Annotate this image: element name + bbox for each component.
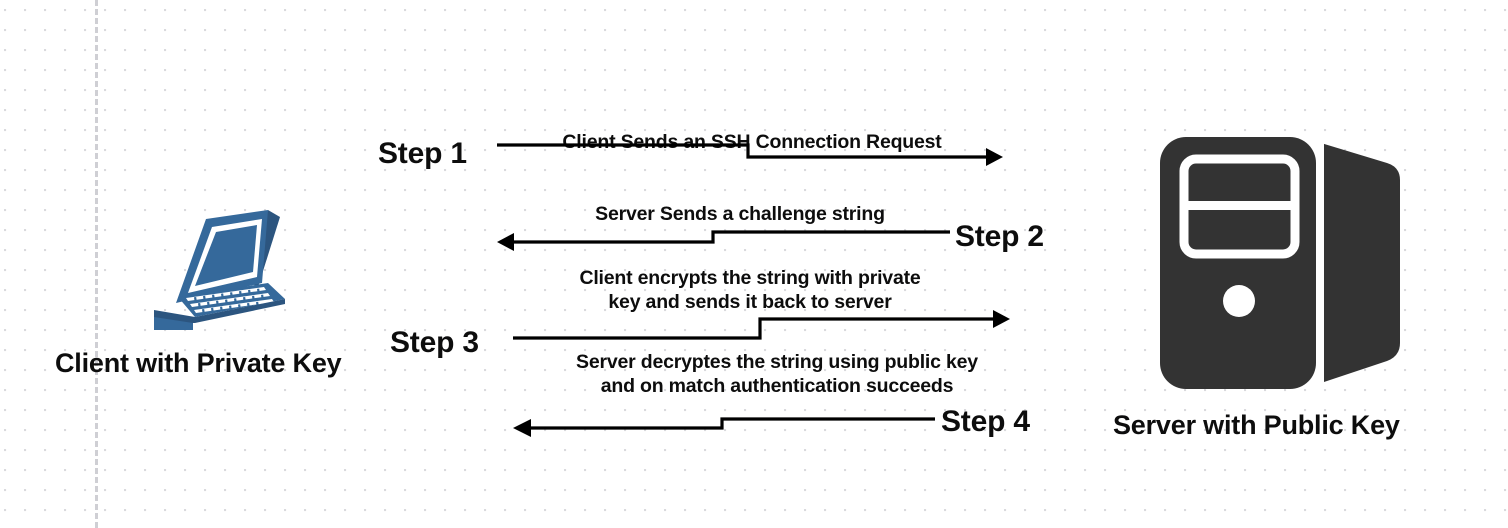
step-2-message: Server Sends a challenge string [595, 203, 885, 225]
server-node-label: Server with Public Key [1113, 410, 1400, 440]
step-3-message-line-1: Client encrypts the string with private [579, 267, 921, 289]
step-3-right-arrow-icon [513, 310, 1010, 340]
step-4-left-arrow-icon [513, 417, 935, 437]
step-2-left-arrow-icon [497, 230, 950, 251]
step-4-message-line-1: Server decryptes the string using public… [576, 351, 978, 373]
laptop-icon [140, 205, 290, 335]
step-1-message: Client Sends an SSH Connection Request [562, 131, 942, 153]
step-2-label: Step 2 [955, 220, 1044, 253]
server-tower-icon [1152, 133, 1412, 400]
step-1-label: Step 1 [378, 137, 467, 170]
step-3-message-line-2: key and sends it back to server [608, 291, 892, 313]
step-4-label: Step 4 [941, 405, 1030, 438]
client-node-label: Client with Private Key [55, 348, 342, 378]
step-3-label: Step 3 [390, 326, 479, 359]
vertical-guide-line [95, 0, 98, 528]
step-4-message-line-2: and on match authentication succeeds [600, 375, 954, 397]
step-1-right-arrow-icon [497, 143, 1003, 166]
